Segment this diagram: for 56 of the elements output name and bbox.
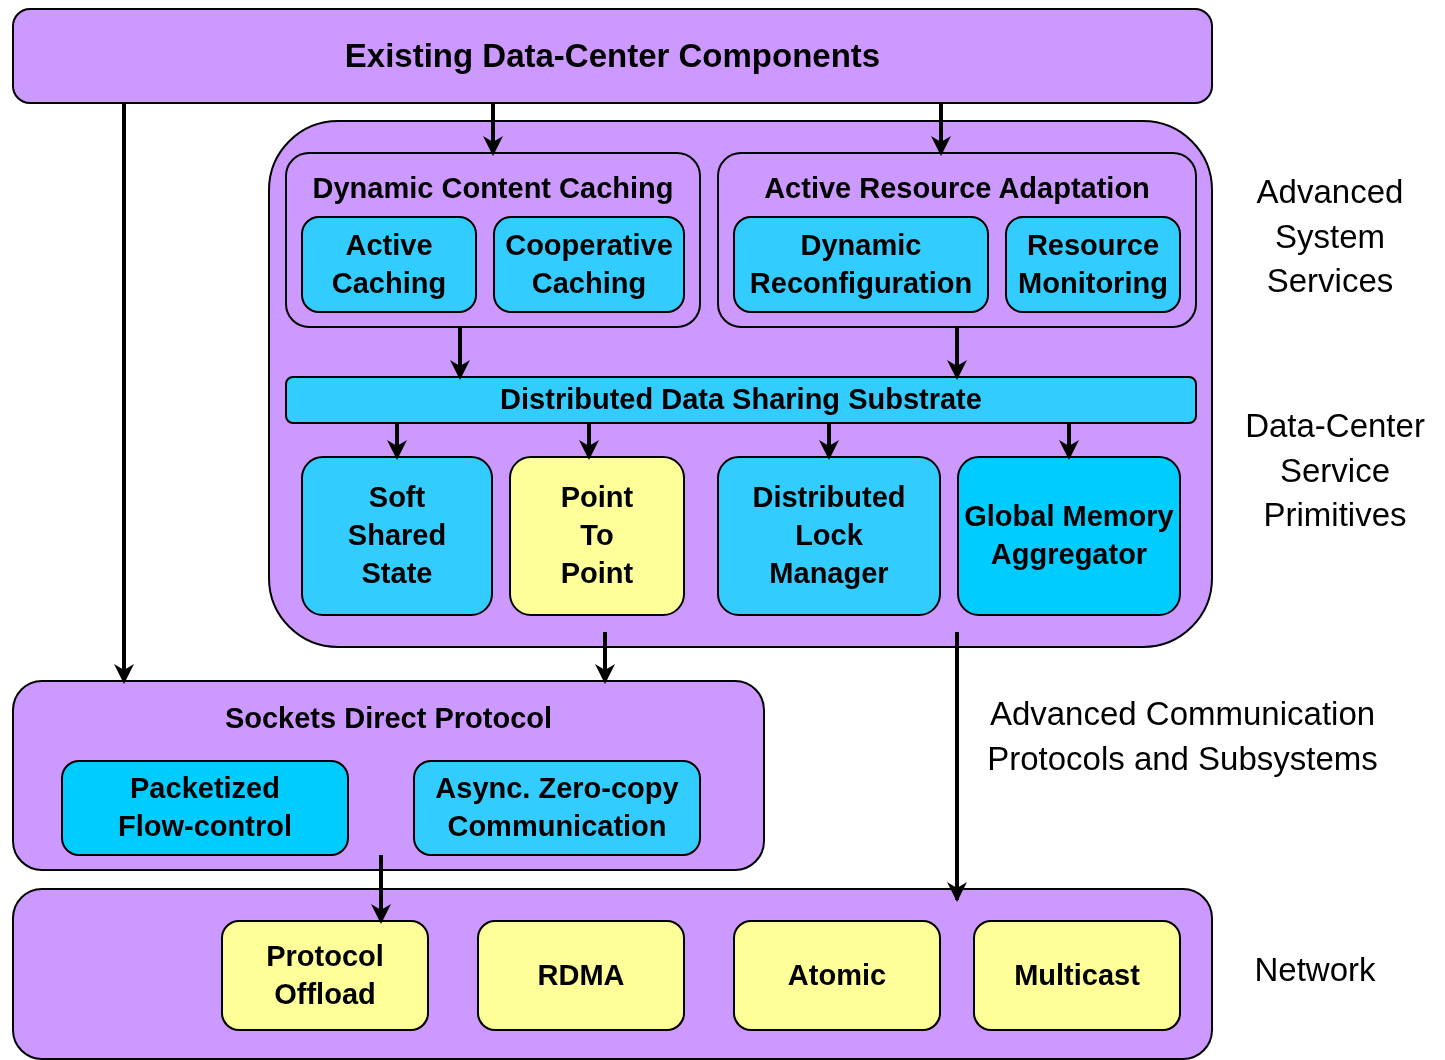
component-box [493, 216, 685, 313]
component-label: Distributed Lock Manager [751, 480, 907, 591]
layer-label: Advanced System Services [1255, 172, 1405, 302]
component-box [221, 920, 429, 1031]
component-box [509, 456, 685, 616]
component-label: Resource Monitoring [1017, 227, 1169, 301]
component-label: Soft Shared State [346, 480, 448, 591]
component-box [1005, 216, 1181, 313]
component-box [413, 760, 701, 856]
component-box [717, 456, 941, 616]
arrow [947, 328, 967, 380]
arrow [947, 632, 967, 902]
arrow [387, 424, 407, 460]
layer-label: Data-Center Service Primitives [1244, 406, 1426, 536]
arrow [819, 424, 839, 460]
component-box [61, 760, 349, 856]
component-box [973, 920, 1181, 1031]
component-label: Dynamic Reconfiguration [748, 227, 974, 301]
arrow [450, 328, 470, 380]
component-box [957, 456, 1181, 616]
component-label: Atomic [787, 957, 887, 993]
component-label: RDMA [537, 957, 625, 993]
component-label: Cooperative Caching [504, 227, 674, 301]
group-box [717, 152, 1197, 328]
component-label: Point To Point [559, 480, 635, 591]
component-box [733, 920, 941, 1031]
component-label: Async. Zero-copy Communication [434, 771, 680, 844]
component-label: Distributed Data Sharing Substrate [500, 382, 982, 418]
group-title: Active Resource Adaptation [763, 172, 1151, 205]
component-label: Active Caching [330, 227, 448, 301]
component-box [301, 216, 477, 313]
arrow [595, 632, 615, 684]
component-box [477, 920, 685, 1031]
arrow [371, 855, 391, 924]
group-box [285, 152, 701, 328]
layer-label: Network [1253, 950, 1377, 990]
component-box [12, 8, 1213, 104]
region-box [12, 888, 1213, 1060]
group-box [12, 680, 765, 871]
component-box [301, 456, 493, 616]
arrow [1059, 424, 1079, 460]
component-label: Existing Data-Center Components [344, 35, 881, 76]
component-box [733, 216, 989, 313]
arrow [579, 424, 599, 460]
component-label: Multicast [1014, 957, 1140, 993]
group-title: Sockets Direct Protocol [223, 702, 554, 735]
region-box [268, 120, 1213, 648]
component-box [285, 376, 1197, 424]
arrow [114, 104, 134, 684]
component-label: Packetized Flow-control [117, 771, 293, 844]
group-title: Dynamic Content Caching [311, 172, 675, 205]
arrow [931, 104, 951, 156]
component-label: Protocol Offload [265, 938, 385, 1012]
component-label: Global Memory Aggregator [964, 499, 1174, 572]
layer-label: Advanced Communication Protocols and Subsystems [986, 694, 1379, 779]
arrow [483, 104, 503, 156]
